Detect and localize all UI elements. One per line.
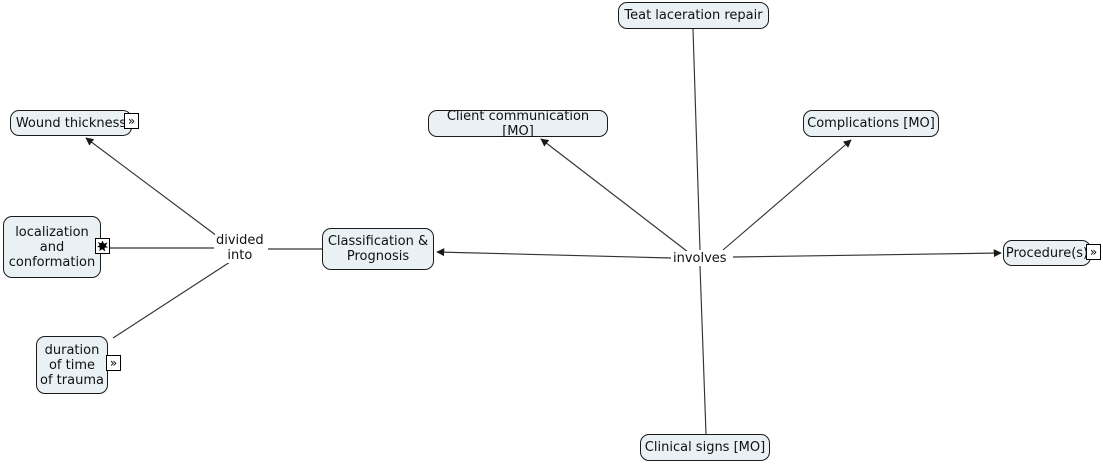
chevron-glyph: » xyxy=(1089,245,1098,259)
node-client-communication[interactable]: Client communication [MO] xyxy=(428,108,608,139)
edge-involves-to-complications[interactable] xyxy=(722,139,852,251)
chevron-glyph: » xyxy=(127,114,136,128)
node-label: Classification & Prognosis xyxy=(327,234,429,264)
node-label: Teat laceration repair xyxy=(624,8,763,23)
node-label: Procedure(s) xyxy=(1005,245,1089,261)
edge-involves-to-clinical-signs[interactable] xyxy=(699,265,707,435)
node-label: Wound thickness xyxy=(15,115,127,131)
hub-label-divided-into[interactable]: divided into xyxy=(215,233,265,263)
node-label: duration of time of trauma xyxy=(40,342,104,388)
node-complications[interactable]: Complications [MO] xyxy=(803,110,939,137)
node-wound-thickness[interactable]: Wound thickness xyxy=(10,110,132,136)
node-clinical-signs[interactable]: Clinical signs [MO] xyxy=(640,434,770,461)
edge-divided-into-to-duration[interactable] xyxy=(112,261,231,339)
edge-involves-to-client-communication[interactable] xyxy=(540,138,689,253)
node-label: Clinical signs [MO] xyxy=(644,440,766,455)
edge-divided-into-to-wound-thickness[interactable] xyxy=(85,137,222,240)
hub-label-involves[interactable]: involves xyxy=(672,251,728,266)
chevron-glyph: » xyxy=(109,356,118,370)
node-label: Complications [MO] xyxy=(807,116,935,131)
edge-root-to-involves[interactable] xyxy=(692,28,701,251)
node-classification-and-prognosis[interactable]: Classification & Prognosis xyxy=(322,228,434,270)
collapsed-children-icon[interactable] xyxy=(95,238,110,254)
node-label: Client communication [MO] xyxy=(446,108,590,139)
expand-chevron-icon[interactable]: » xyxy=(124,113,139,129)
node-localization-and-conformation[interactable]: localization and conformation xyxy=(3,216,101,278)
node-label: localization and conformation xyxy=(8,224,96,270)
expand-chevron-icon[interactable]: » xyxy=(1086,244,1101,260)
node-duration-of-time-of-trauma[interactable]: duration of time of trauma xyxy=(36,336,108,394)
edge-involves-to-classification[interactable] xyxy=(436,248,672,259)
node-procedures[interactable]: Procedure(s) xyxy=(1003,240,1091,266)
node-root[interactable]: Teat laceration repair xyxy=(618,2,769,29)
edge-involves-to-procedures[interactable] xyxy=(732,249,1002,258)
expand-chevron-icon[interactable]: » xyxy=(106,355,121,371)
burst-glyph xyxy=(97,240,108,252)
